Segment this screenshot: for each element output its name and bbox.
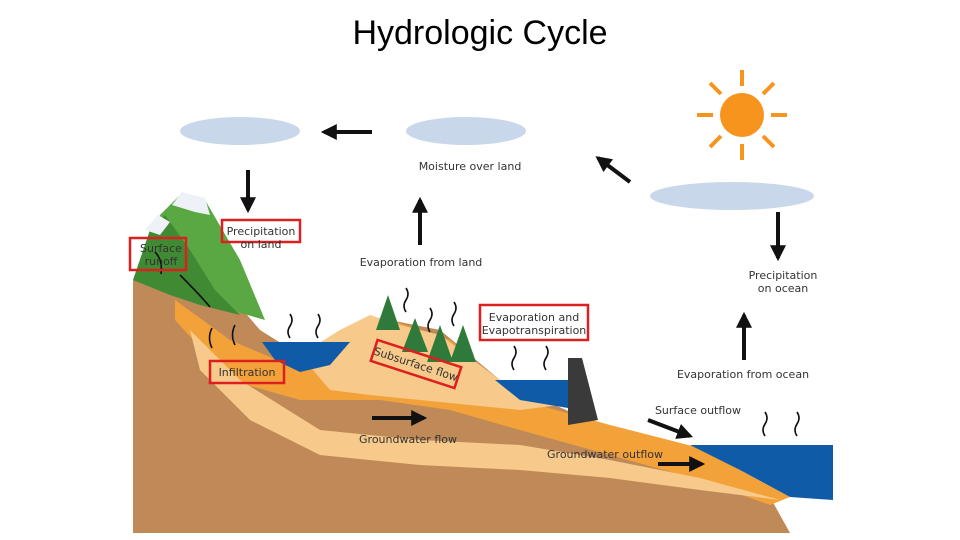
label-evaporation-and-1: Evaporation and bbox=[489, 311, 579, 324]
arrow-sun-moisture bbox=[598, 158, 630, 182]
label-groundwater-flow: Groundwater flow bbox=[359, 433, 457, 446]
label-surface-runoff-2: runoff bbox=[145, 255, 178, 268]
arrow-surface-outflow bbox=[648, 420, 690, 436]
cloud-left bbox=[180, 117, 300, 145]
cloud-center bbox=[406, 117, 526, 145]
label-surface-outflow: Surface outflow bbox=[655, 404, 741, 417]
label-precipitation-on-ocean-2: on ocean bbox=[758, 282, 808, 295]
dam bbox=[568, 358, 598, 425]
label-surface-runoff-1: Surface bbox=[140, 242, 182, 255]
sun-icon bbox=[697, 70, 787, 160]
label-evaporation-from-ocean: Evaporation from ocean bbox=[677, 368, 809, 381]
label-evaporation-from-land: Evaporation from land bbox=[360, 256, 483, 269]
label-precipitation-on-land-2: on land bbox=[241, 238, 282, 251]
label-precipitation-on-ocean-1: Precipitation bbox=[749, 269, 818, 282]
label-precipitation-on-land-1: Precipitation bbox=[227, 225, 296, 238]
label-groundwater-outflow: Groundwater outflow bbox=[547, 448, 663, 461]
tree bbox=[376, 295, 400, 330]
label-evaporation-and-2: Evapotranspiration bbox=[482, 324, 587, 337]
label-moisture-over-land: Moisture over land bbox=[419, 160, 522, 173]
cloud-right bbox=[650, 182, 814, 210]
label-infiltration: Infiltration bbox=[219, 366, 276, 379]
